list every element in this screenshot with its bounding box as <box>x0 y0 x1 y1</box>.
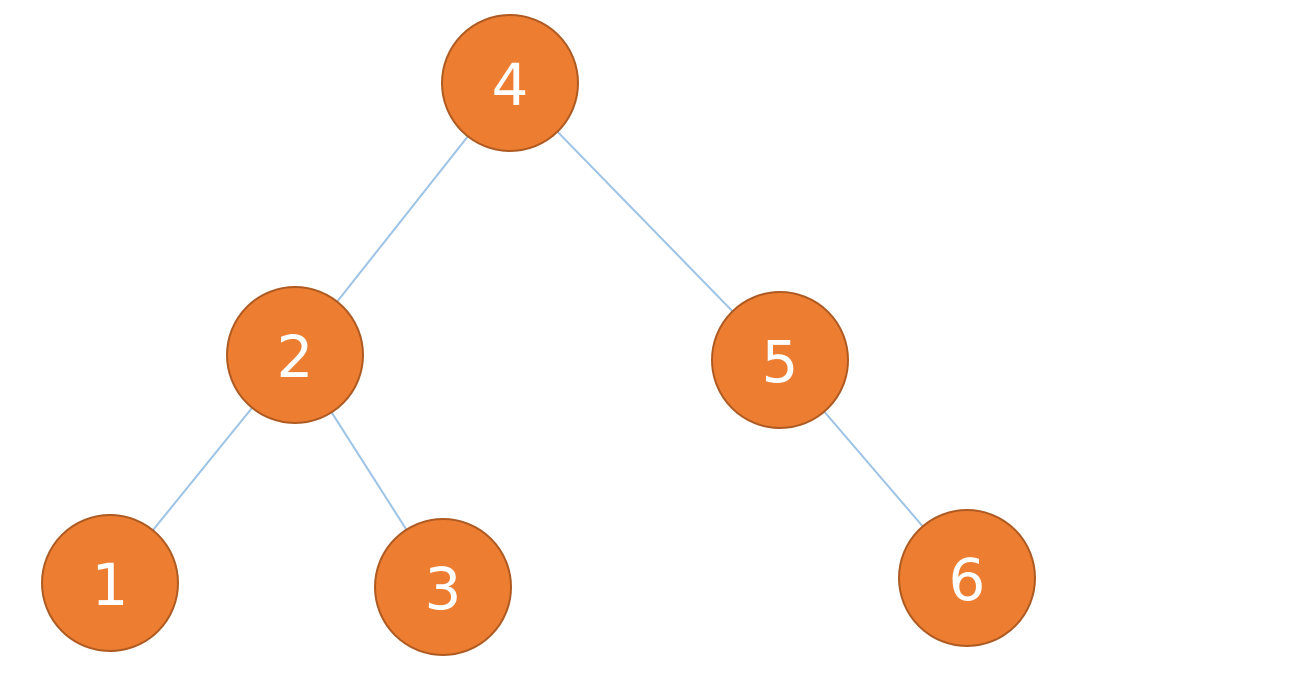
tree-node-1: 1 <box>41 514 179 652</box>
edge-4-2 <box>336 135 469 303</box>
node-circle <box>41 514 179 652</box>
node-circle <box>441 14 579 152</box>
node-label: 4 <box>492 51 529 119</box>
node-label: 6 <box>949 546 986 614</box>
tree-edges <box>152 130 924 531</box>
node-label: 3 <box>425 555 462 623</box>
node-circle <box>374 518 512 656</box>
tree-node-3: 3 <box>374 518 512 656</box>
tree-node-5: 5 <box>711 291 849 429</box>
node-label: 5 <box>762 328 799 396</box>
node-circle <box>898 509 1036 647</box>
edge-2-1 <box>152 407 253 531</box>
node-label: 1 <box>92 551 129 619</box>
node-label: 2 <box>277 323 314 391</box>
node-circle <box>226 286 364 424</box>
tree-node-4: 4 <box>441 14 579 152</box>
edge-4-5 <box>556 130 734 313</box>
tree-nodes: 4 2 5 1 3 6 <box>41 14 1036 656</box>
tree-node-2: 2 <box>226 286 364 424</box>
edge-2-3 <box>330 411 408 531</box>
node-circle <box>711 291 849 429</box>
tree-node-6: 6 <box>898 509 1036 647</box>
edge-5-6 <box>823 410 924 528</box>
